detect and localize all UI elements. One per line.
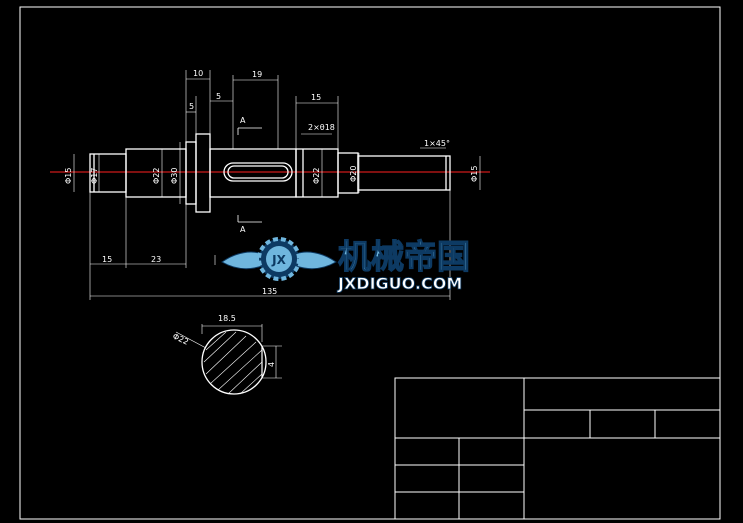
watermark: JX 机械帝国 JXDIGUO.COM [221, 236, 471, 293]
dim-5-upper: 5 [216, 92, 221, 101]
dim-phi30: Φ30 [170, 168, 179, 184]
dim-phi15-right: Φ15 [470, 166, 479, 182]
dim-19: 19 [252, 70, 262, 79]
wing-left-icon [221, 251, 263, 270]
extension-lines [89, 70, 451, 300]
wing-right-icon [295, 251, 337, 270]
watermark-cn-text: 机械帝国 [338, 237, 470, 276]
shaft-outline [89, 133, 451, 213]
section-width-label: 18.5 [218, 314, 236, 323]
dim-chamfer: 1×45° [424, 139, 450, 148]
dim-phi22-left: Φ22 [152, 168, 161, 184]
section-key-depth-label: 4 [267, 362, 276, 367]
section-diameter-label: Φ22 [171, 332, 190, 347]
dim-15-bottom: 15 [102, 255, 112, 264]
section-markers [237, 127, 262, 223]
dim-phi20: Φ20 [349, 166, 358, 182]
dim-key-spec: 2×θ18 [308, 123, 335, 132]
dim-phi15-left: Φ15 [64, 168, 73, 184]
dim-total-length: 135 [262, 287, 277, 296]
drawing-frame [19, 6, 721, 520]
section-label-a-top: A [240, 116, 246, 125]
dim-phi17: Φ17 [90, 168, 99, 184]
dim-23: 23 [151, 255, 161, 264]
title-block [394, 377, 721, 520]
watermark-url-text: JXDIGUO.COM [337, 274, 462, 293]
dim-10: 10 [193, 69, 203, 78]
dimension-lines [73, 78, 481, 297]
dim-15-top: 15 [311, 93, 321, 102]
watermark-logo-text: JX [271, 253, 286, 267]
section-view: 18.5 Φ22 4 [171, 314, 282, 395]
dim-5-lower: 5 [189, 102, 194, 111]
section-label-a-bottom: A [240, 225, 246, 234]
dim-phi22-mid: Φ22 [312, 168, 321, 184]
